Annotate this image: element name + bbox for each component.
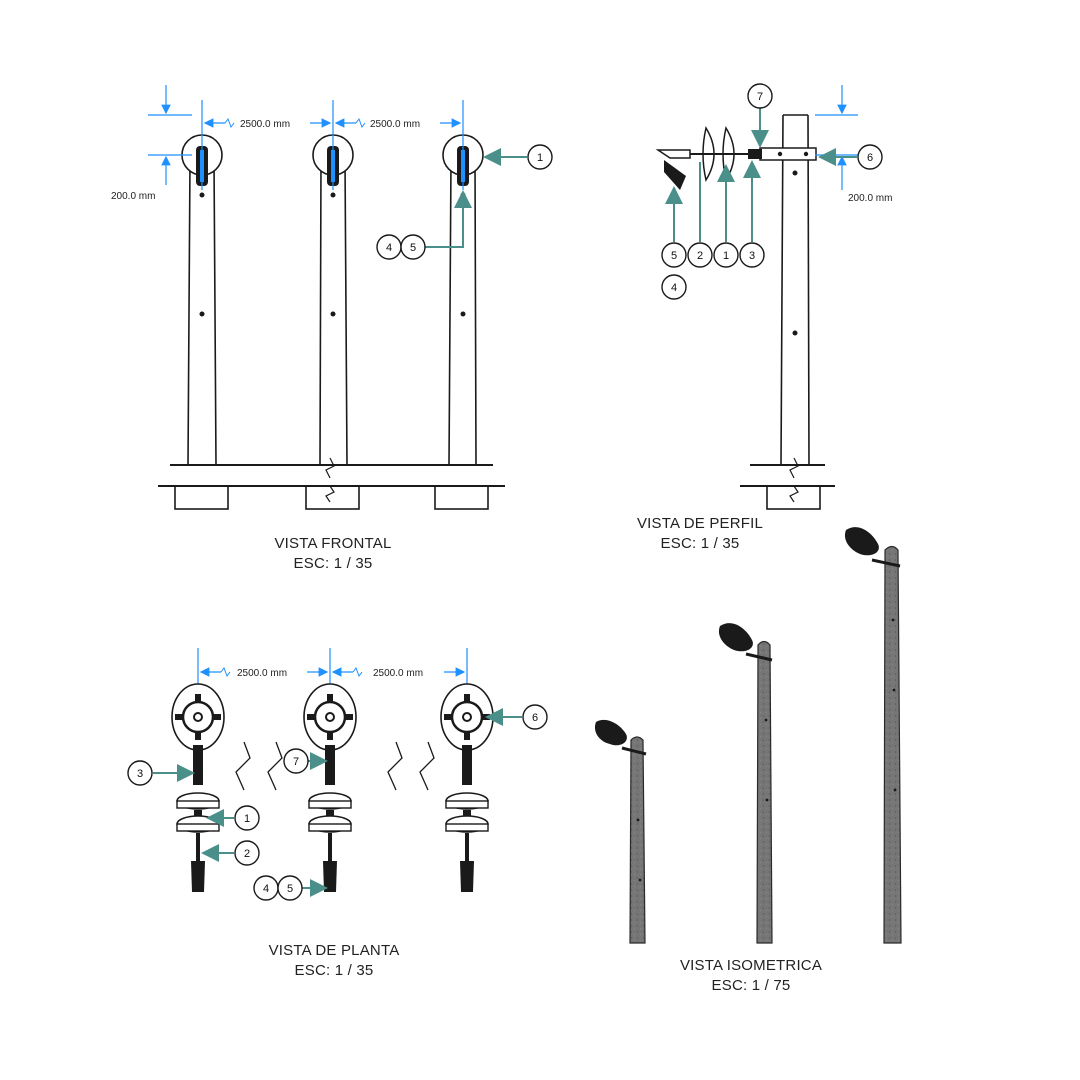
- view-scale: ESC: 1 / 75: [711, 977, 791, 994]
- dim-label: 2500.0 mm: [237, 668, 287, 679]
- view-scale: ESC: 1 / 35: [293, 555, 373, 572]
- iso-pole: [718, 623, 773, 944]
- callout-number: 3: [749, 250, 755, 262]
- callout-1: 1: [206, 805, 260, 831]
- callout-number: 3: [137, 768, 143, 780]
- callout-number: 1: [537, 152, 543, 164]
- plan-view: 2500.0 mm 2500.0 mm: [127, 648, 548, 901]
- iso-pole: [844, 527, 902, 944]
- plan-assembly: [171, 683, 225, 892]
- dim-label: 2500.0 mm: [373, 668, 423, 679]
- dim-label: 2500.0 mm: [370, 119, 420, 130]
- callout-number: 4: [386, 242, 392, 254]
- plan-assembly: [303, 683, 357, 892]
- break-symbol: [789, 457, 799, 479]
- callout-number: 5: [410, 242, 416, 254]
- dim-label: 2500.0 mm: [240, 119, 290, 130]
- foundation: [305, 485, 360, 510]
- view-title: VISTA DE PLANTA: [268, 942, 400, 959]
- break-symbol: [235, 741, 251, 791]
- dimension-height: 200.0 mm: [111, 85, 192, 202]
- callout-6: 6: [485, 704, 548, 730]
- callout-number: 1: [244, 813, 250, 825]
- front-view-caption: VISTA FRONTAL ESC: 1 / 35: [233, 534, 433, 574]
- pole-profile: [780, 114, 810, 466]
- callout-number: 1: [723, 250, 729, 262]
- isometric-view: [594, 527, 902, 944]
- view-title: VISTA ISOMETRICA: [679, 957, 823, 974]
- callout-3: 3: [127, 760, 195, 786]
- dim-label: 200.0 mm: [111, 191, 155, 202]
- iso-pole: [594, 719, 647, 944]
- break-symbol: [325, 485, 335, 503]
- view-scale: ESC: 1 / 35: [294, 962, 374, 979]
- view-title: VISTA FRONTAL: [274, 535, 392, 552]
- break-symbol: [789, 485, 799, 503]
- callout-row: 5 2 1 3 4: [661, 160, 765, 300]
- view-title: VISTA DE PERFIL: [636, 515, 764, 532]
- callout-6: 6: [818, 144, 883, 170]
- callout-number: 7: [293, 756, 299, 768]
- break-symbol: [325, 457, 335, 479]
- profile-view: 200.0 mm 7 6 5 2 1 3 4: [655, 83, 892, 510]
- dim-label: 200.0 mm: [848, 193, 892, 204]
- plan-view-caption: VISTA DE PLANTA ESC: 1 / 35: [234, 941, 434, 981]
- insulator-string: [655, 126, 762, 190]
- callout-number: 5: [287, 883, 293, 895]
- callout-number: 5: [671, 250, 677, 262]
- callout-number: 6: [532, 712, 538, 724]
- callout-number: 4: [671, 282, 677, 294]
- isometric-view-caption: VISTA ISOMETRICA ESC: 1 / 75: [651, 956, 851, 996]
- callout-7: 7: [747, 83, 773, 148]
- foundation: [766, 485, 821, 510]
- callout-4-5: 4 5: [253, 875, 328, 901]
- plan-assembly: [440, 683, 494, 892]
- break-symbol: [387, 741, 403, 791]
- callout-4-5: 4 5: [376, 190, 472, 260]
- callout-number: 7: [757, 91, 763, 103]
- break-symbol: [267, 741, 283, 791]
- callout-number: 4: [263, 883, 269, 895]
- profile-view-caption: VISTA DE PERFIL ESC: 1 / 35: [600, 514, 800, 554]
- callout-number: 6: [867, 152, 873, 164]
- foundation: [434, 485, 489, 510]
- callout-number: 2: [244, 848, 250, 860]
- callout-1: 1: [483, 144, 553, 170]
- dimension-height: 200.0 mm: [815, 85, 892, 204]
- dimension-spacing: 2500.0 mm 2500.0 mm: [201, 100, 464, 190]
- view-scale: ESC: 1 / 35: [660, 535, 740, 552]
- front-view: 2500.0 mm 2500.0 mm 200.0 mm 1 4 5: [111, 85, 553, 510]
- callout-number: 2: [697, 250, 703, 262]
- foundation: [174, 485, 229, 510]
- break-symbol: [419, 741, 435, 791]
- callout-2: 2: [201, 840, 260, 866]
- callout-7: 7: [283, 748, 328, 774]
